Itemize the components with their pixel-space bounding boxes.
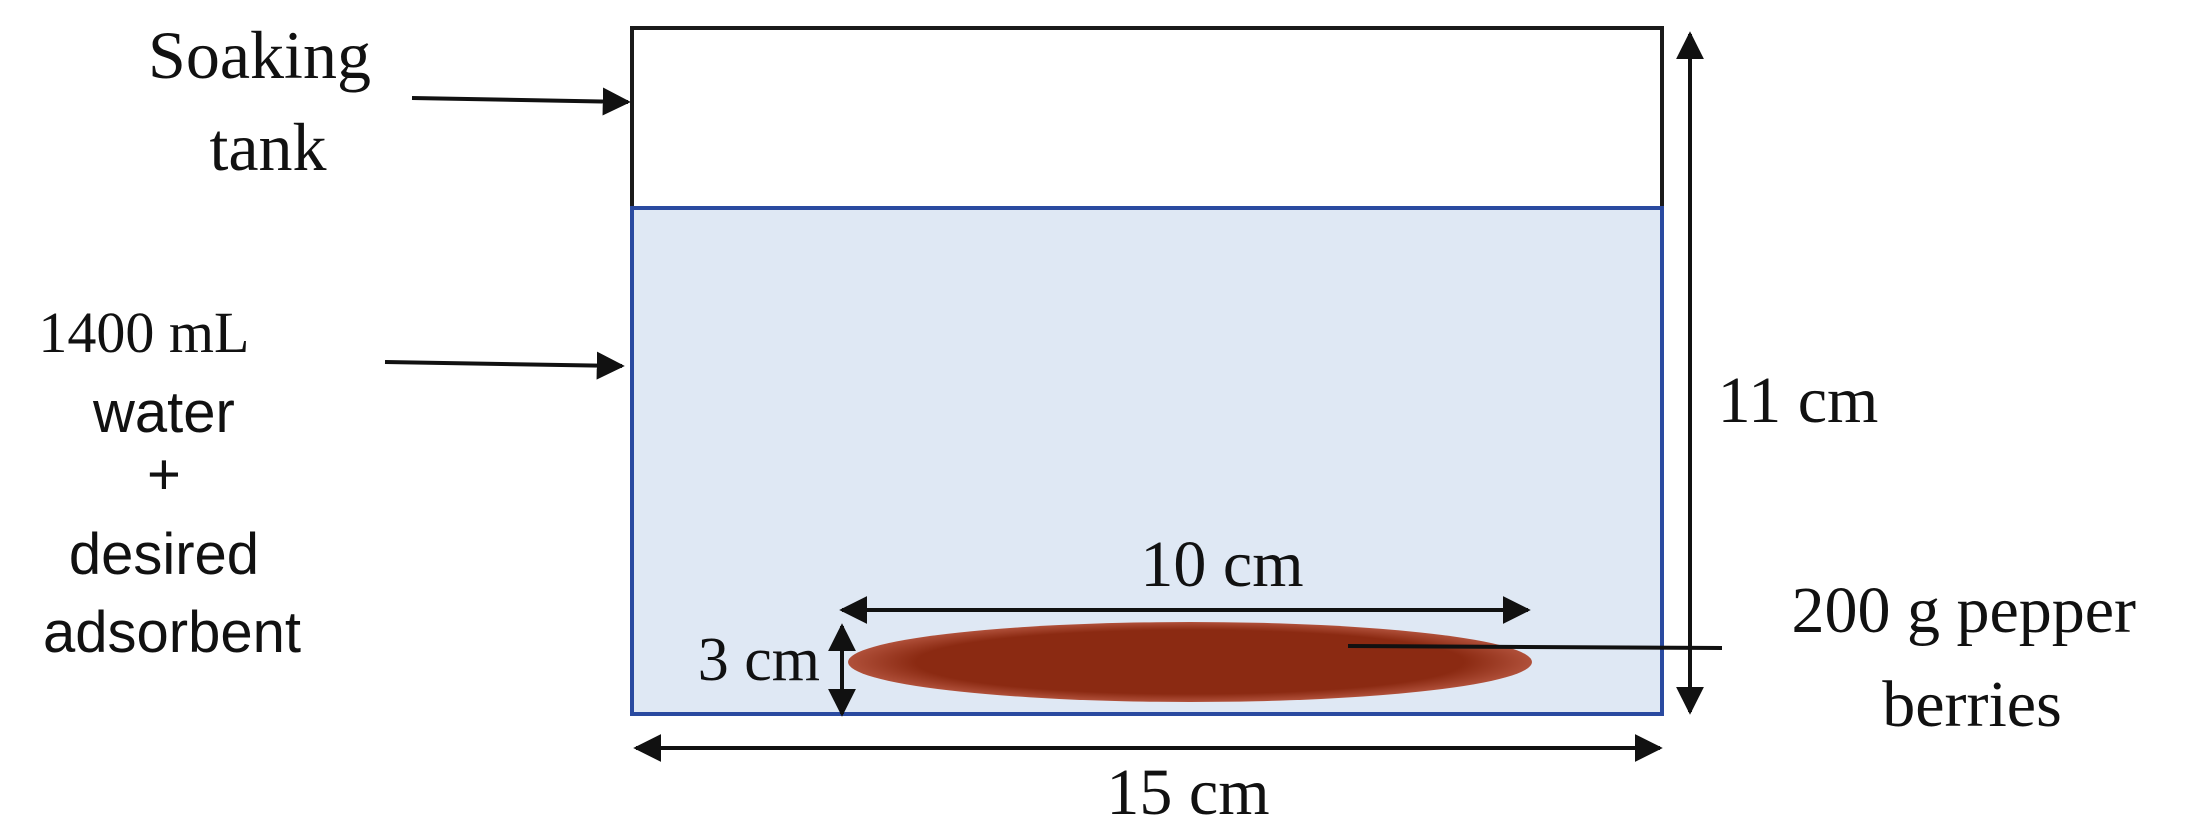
berries-label-line: berries [1882, 668, 2062, 741]
berries-label: 200 g pepper berries [1791, 574, 2152, 741]
width-label: 15 cm [1106, 756, 1269, 829]
berry-length-label: 10 cm [1140, 528, 1303, 601]
water-label-line: water [92, 380, 235, 445]
water-label-plus: + [147, 442, 181, 507]
tank-pointer-arrow [411, 87, 631, 116]
water-volume-label: 1400 mL [38, 300, 249, 365]
water-label-line: adsorbent [43, 600, 301, 665]
tank-label-line: tank [209, 109, 326, 185]
berry-height-label: 3 cm [698, 626, 820, 694]
height-label: 11 cm [1718, 364, 1879, 437]
water-label: 1400 mL water + desired adsorbent [38, 300, 301, 665]
berries-label-line: 200 g pepper [1791, 574, 2136, 647]
berries-pointer-line [1347, 644, 1723, 650]
pepper-berries-layer [848, 622, 1532, 702]
water-pointer-arrow [384, 351, 625, 380]
tank-label: Soaking tank [148, 17, 388, 185]
tank-label-line: Soaking [148, 17, 371, 93]
water-label-line: desired [69, 522, 259, 587]
